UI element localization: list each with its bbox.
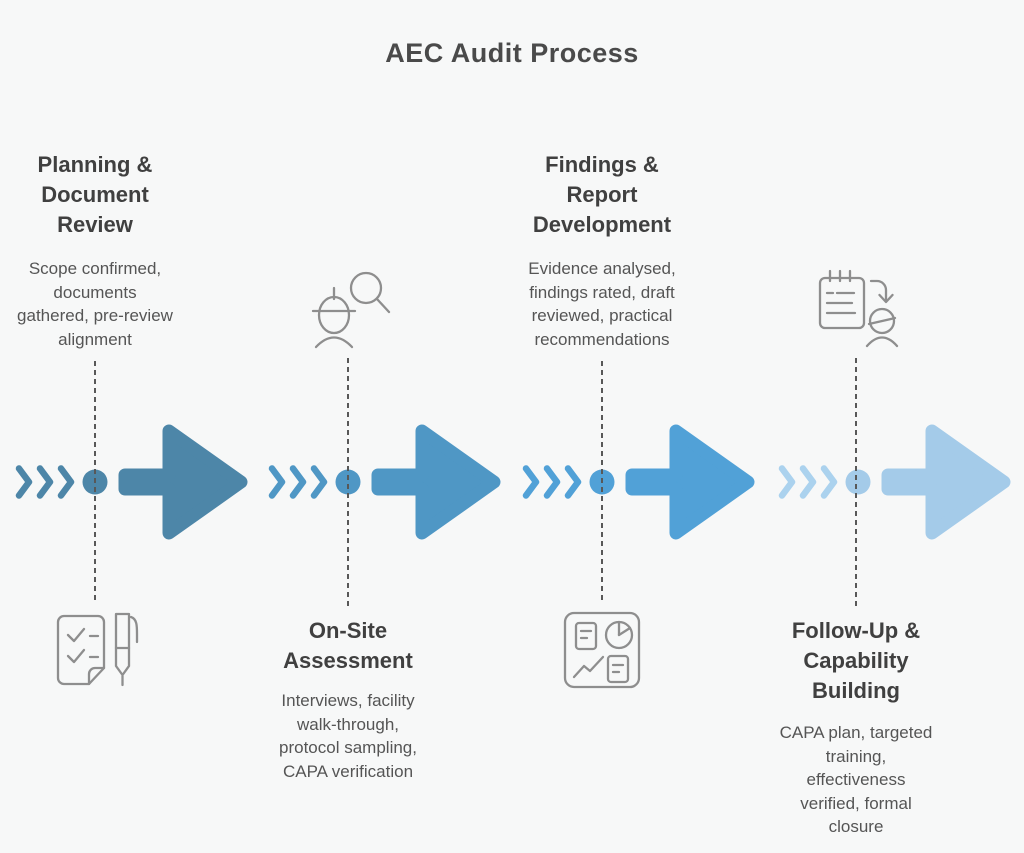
stage-2-arrow-shape	[371, 424, 501, 540]
notepad-to-person-icon	[818, 269, 899, 348]
stage-4-heading: Follow-Up & Capability Building	[791, 618, 921, 703]
stage-3-dashed-connector	[601, 361, 603, 603]
stage-3-description: Evidence analysed, findings rated, draft…	[528, 259, 676, 349]
page-title: AEC Audit Process	[385, 38, 639, 68]
stage-3-arrow-shape	[625, 424, 755, 540]
right-arrow-icon	[371, 424, 501, 540]
stage-4-dashed-connector	[855, 358, 857, 610]
right-arrow-icon	[881, 424, 1011, 540]
stage-4-dot	[845, 469, 871, 495]
stage-2-heading: On-Site Assessment	[283, 618, 413, 673]
stage-1-chevrons-icon	[15, 465, 75, 499]
auditor-with-magnifier-icon	[311, 271, 391, 349]
stage-1-dashed-connector	[94, 361, 96, 603]
stage-4-arrow	[778, 424, 1011, 540]
checklist-and-pen-icon	[56, 612, 139, 687]
stage-2-dashed-connector	[347, 358, 349, 610]
stage-3-heading: Findings & Report Development	[532, 152, 672, 237]
stage-1-arrow-shape	[118, 424, 248, 540]
stage-2-arrow	[268, 424, 501, 540]
stage-2-description: Interviews, facility walk-through, proto…	[279, 691, 417, 781]
stage-3-chevrons-icon	[522, 465, 582, 499]
stage-1-heading: Planning & Document Review	[37, 152, 153, 237]
stage-2-chevrons-icon	[268, 465, 328, 499]
stage-4-arrow-shape	[881, 424, 1011, 540]
stage-4-description: CAPA plan, targeted training, effectiven…	[779, 723, 933, 836]
stage-1-arrow	[15, 424, 248, 540]
right-arrow-icon	[118, 424, 248, 540]
stage-3-arrow	[522, 424, 755, 540]
stage-1-description: Scope confirmed, documents gathered, pre…	[17, 259, 173, 349]
right-arrow-icon	[625, 424, 755, 540]
report-dashboard-icon	[563, 611, 641, 689]
stage-4-chevrons-icon	[778, 465, 838, 499]
